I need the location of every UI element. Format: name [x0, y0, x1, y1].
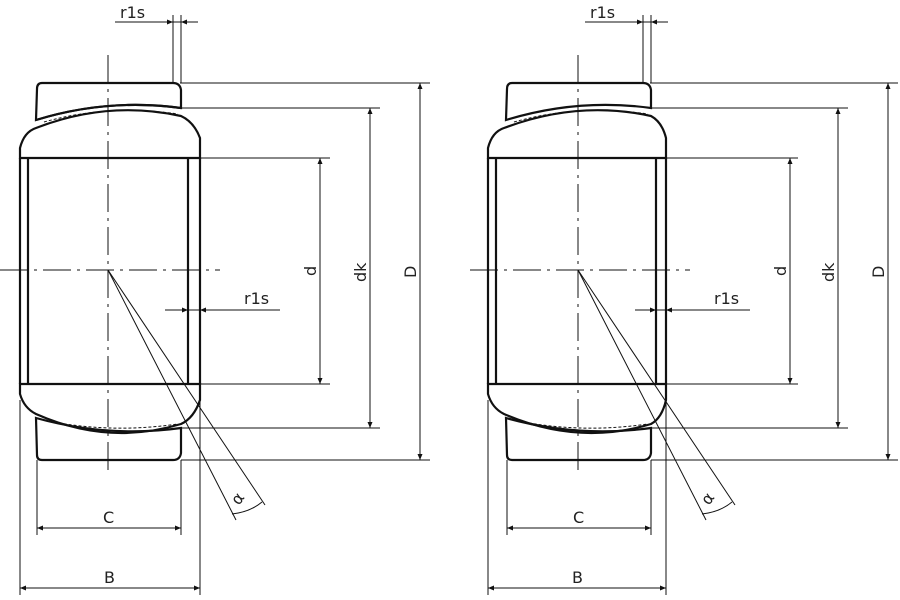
label-side-chamfer: r1s: [244, 289, 269, 308]
bore-outline: [18, 158, 202, 384]
angle-construction: [577, 269, 736, 521]
arrowhead: [367, 108, 373, 114]
arrowhead: [200, 307, 206, 313]
arrowhead: [194, 585, 200, 591]
label-top-chamfer: r1s: [590, 3, 615, 22]
arrowhead: [488, 585, 494, 591]
arrowhead: [182, 307, 188, 313]
arrowhead: [317, 158, 323, 164]
arrowhead: [367, 422, 373, 428]
label-angle: α: [227, 489, 249, 509]
arrowhead: [835, 422, 841, 428]
arrowhead: [885, 83, 891, 89]
arrowhead: [651, 19, 657, 25]
arrowhead: [787, 378, 793, 384]
inner-ring-lower: [486, 382, 668, 435]
arrowhead: [660, 585, 666, 591]
bore-outline: [486, 158, 668, 384]
bearing-variant-right: r1s r1s d dk D C B α: [470, 3, 898, 595]
arrowhead: [417, 83, 423, 89]
arrowhead: [650, 307, 656, 313]
arrowhead: [885, 454, 891, 460]
arrowhead: [167, 19, 173, 25]
arrowhead: [37, 525, 43, 531]
outer-ring-lower: [34, 416, 183, 462]
arrowhead: [317, 378, 323, 384]
arrowhead: [181, 19, 187, 25]
arrowhead: [637, 19, 643, 25]
arrowhead: [507, 525, 513, 531]
label-outer-ring-width: C: [103, 508, 114, 527]
arrowhead: [20, 585, 26, 591]
angle-construction: [107, 269, 266, 521]
arrowhead: [417, 454, 423, 460]
label-top-chamfer: r1s: [120, 3, 145, 22]
label-ball-diameter: dk: [819, 262, 838, 282]
dimension-lines: [19, 15, 430, 595]
label-outer-ring-width: C: [573, 508, 584, 527]
inner-ring-lower: [18, 382, 202, 435]
inner-ring-upper: [18, 109, 202, 160]
label-outer-diameter: D: [401, 266, 420, 278]
outer-ring-lower: [504, 416, 653, 462]
label-inner-ring-width: B: [572, 568, 583, 587]
label-side-chamfer: r1s: [714, 289, 739, 308]
arrowhead: [645, 525, 651, 531]
label-angle: α: [697, 489, 719, 509]
arrowhead: [175, 525, 181, 531]
arrowhead: [787, 158, 793, 164]
label-ball-diameter: dk: [351, 262, 370, 282]
label-bore-diameter: d: [771, 266, 790, 276]
arrowhead: [666, 307, 672, 313]
arrowhead: [835, 108, 841, 114]
dimension-lines: [487, 15, 898, 595]
dimension-arrowheads: [20, 19, 891, 591]
label-inner-ring-width: B: [104, 568, 115, 587]
bearing-variant-left: r1s r1s d dk D C B α: [0, 3, 430, 595]
inner-ring-upper: [486, 109, 668, 160]
label-outer-diameter: D: [869, 266, 888, 278]
label-bore-diameter: d: [301, 266, 320, 276]
